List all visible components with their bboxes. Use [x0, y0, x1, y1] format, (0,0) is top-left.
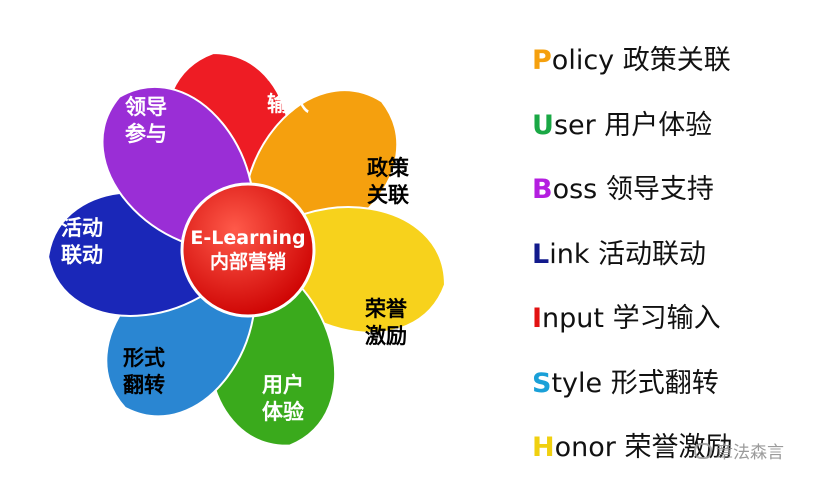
- petal-label-policy: 政策 关联: [338, 155, 438, 209]
- petal-label-learning-input: 学习 输入: [238, 64, 338, 118]
- legend-item-policy: Policy 政策关联: [532, 38, 822, 103]
- legend-text: tyle 形式翻转: [551, 367, 719, 399]
- petal-text: 关联: [367, 183, 409, 207]
- petal-text: 翻转: [123, 373, 165, 397]
- petal-text: 联动: [61, 243, 103, 267]
- watermark: 章法森言: [694, 438, 784, 463]
- legend-initial: U: [532, 109, 554, 141]
- petal-label-user-experience: 用户 体验: [233, 372, 333, 426]
- petal-text: 领导: [125, 95, 167, 119]
- flower-diagram: [47, 52, 446, 447]
- legend-initial: B: [532, 174, 553, 205]
- legend-text: ser 用户体验: [553, 109, 713, 141]
- center-label: E-Learning 内部营销: [168, 226, 328, 274]
- petal-label-leader-participation: 领导 参与: [96, 94, 196, 148]
- center-circle: [180, 182, 316, 318]
- legend-initial: S: [532, 367, 552, 399]
- legend-initial: L: [532, 238, 550, 270]
- legend-item-link: Link 活动联动: [532, 232, 822, 297]
- petal-text: 形式: [123, 346, 165, 370]
- petal-text: 活动: [61, 216, 103, 240]
- legend-item-input: Input 学习输入: [532, 296, 822, 361]
- legend-initial: H: [532, 432, 555, 463]
- petal-label-form-flip: 形式 翻转: [94, 345, 194, 399]
- petal-text: 激励: [365, 324, 407, 348]
- petal-text: 政策: [367, 156, 409, 180]
- legend-item-boss: Boss 领导支持: [532, 167, 822, 232]
- legend-text: ink 活动联动: [549, 238, 707, 270]
- legend-text: oss 领导支持: [552, 174, 714, 205]
- legend-item-style: Style 形式翻转: [532, 361, 822, 426]
- legend-text: nput 学习输入: [542, 303, 721, 334]
- legend-text: olicy 政策关联: [551, 45, 731, 76]
- petal-label-honor: 荣誉 激励: [336, 296, 436, 350]
- petal-text: 参与: [125, 122, 167, 146]
- watermark-text: 章法森言: [716, 443, 784, 463]
- legend-initial: I: [532, 303, 543, 334]
- petal-label-activity-link: 活动 联动: [32, 215, 132, 269]
- legend-initial: P: [532, 45, 552, 76]
- petal-text: 输入: [267, 92, 309, 116]
- center-title: E-Learning: [190, 227, 306, 249]
- legend-item-user: User 用户体验: [532, 103, 822, 168]
- legend-list: Policy 政策关联 User 用户体验 Boss 领导支持 Link 活动联…: [532, 38, 822, 490]
- petal-text: 学习: [267, 65, 309, 89]
- petal-text: 荣誉: [365, 297, 407, 321]
- wechat-icon: [694, 443, 712, 459]
- center-subtitle: 内部营销: [209, 251, 286, 273]
- petal-text: 体验: [262, 400, 304, 424]
- petal-text: 用户: [262, 373, 304, 397]
